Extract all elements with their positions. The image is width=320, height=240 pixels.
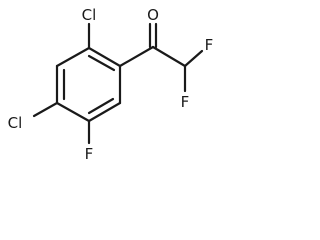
ring-bond-c5-c6 <box>87 101 122 123</box>
molecule-structure: Cl Cl F O F F <box>8 6 214 163</box>
atom-label-cl-left: Cl <box>8 114 23 132</box>
ring-double-bond-c1-c2 <box>87 54 116 72</box>
atom-label-o: O <box>147 6 159 24</box>
bond-chf2-f-top <box>183 49 204 68</box>
ring-bond-c1-c2 <box>87 46 122 68</box>
ring-double-bond-c5-c6 <box>87 97 115 115</box>
bond-ring-cl-left <box>32 101 59 118</box>
atom-label-f-ring: F <box>85 145 94 163</box>
atom-label-cl-top: Cl <box>82 6 97 24</box>
atom-label-f-right-bottom: F <box>181 93 190 111</box>
ring-bond-c2-c3 <box>55 46 91 68</box>
atom-label-f-right-top: F <box>205 36 214 54</box>
bond-carbonyl-chf2 <box>151 45 187 68</box>
ring-bond-c4-c5 <box>55 101 91 123</box>
bond-ring-carbonyl <box>118 45 155 68</box>
